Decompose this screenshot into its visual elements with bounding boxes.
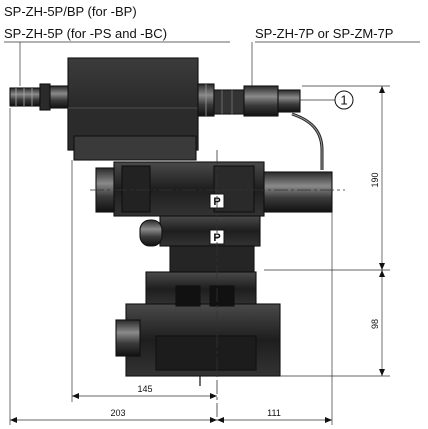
valve-body xyxy=(115,271,281,386)
pilot-section xyxy=(139,215,261,273)
dimension-width-145: 145 xyxy=(71,160,217,402)
svg-text:98: 98 xyxy=(370,319,380,329)
svg-text:190: 190 xyxy=(370,172,380,187)
svg-text:111: 111 xyxy=(267,408,281,418)
label-leaders xyxy=(4,41,420,90)
dimension-width-203: 203 xyxy=(9,108,217,425)
dimension-height-lower: 98 xyxy=(280,270,390,377)
dimension-width-111: 111 xyxy=(217,212,333,425)
connector-5p xyxy=(9,83,71,111)
callout-number: 1 xyxy=(340,93,347,108)
label-connector-7p: SP-ZH-7P or SP-ZM-7P xyxy=(255,26,393,41)
dimension-height-upper: 190 xyxy=(264,85,390,271)
solenoid-assembly xyxy=(95,161,333,217)
electronics-housing xyxy=(67,57,199,161)
label-connector-bp: SP-ZH-5P/BP (for -BP) xyxy=(4,4,137,19)
svg-text:203: 203 xyxy=(110,408,125,418)
center-lines xyxy=(90,150,345,420)
label-connector-ps-bc: SP-ZH-5P (for -PS and -BC) xyxy=(4,26,167,41)
svg-text:145: 145 xyxy=(137,384,152,394)
connector-7p xyxy=(197,83,301,117)
callout-1: 1 xyxy=(300,90,354,110)
connector-cable xyxy=(291,112,324,170)
